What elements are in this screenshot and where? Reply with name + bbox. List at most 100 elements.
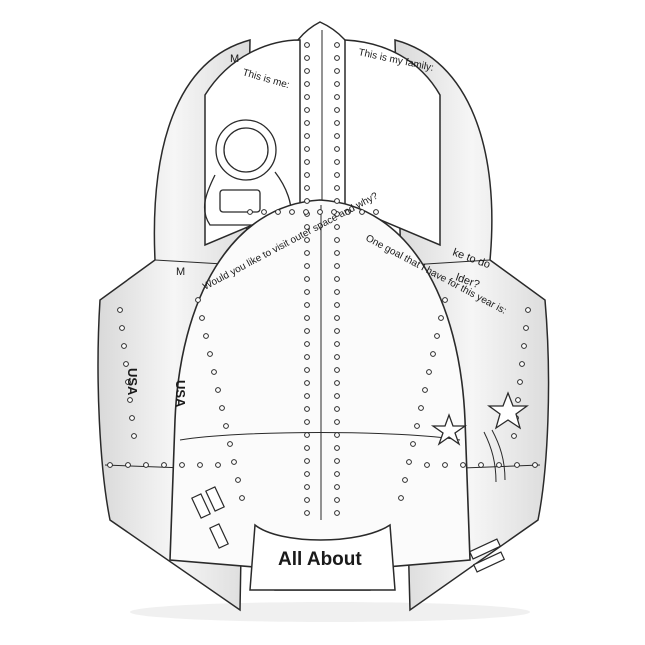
- rocket-title: All About: [278, 549, 362, 570]
- rivet-dot: [334, 198, 340, 204]
- rivet-dot: [129, 415, 135, 421]
- rivet-dot: [334, 42, 340, 48]
- rivet-dot: [275, 209, 281, 215]
- rivet-dot: [304, 510, 310, 516]
- label-usa-left: USA: [125, 368, 140, 396]
- rivet-dot: [418, 405, 424, 411]
- rivet-dot: [223, 423, 229, 429]
- rivet-dot: [331, 209, 337, 215]
- rivet-dot: [334, 263, 340, 269]
- rivet-dot: [304, 198, 310, 204]
- rivet-dot: [334, 328, 340, 334]
- rivet-dot: [334, 471, 340, 477]
- rivet-dot: [289, 209, 295, 215]
- rivet-dot: [179, 462, 185, 468]
- rivet-dot: [442, 462, 448, 468]
- rivet-dot: [197, 462, 203, 468]
- rivet-dot: [304, 289, 310, 295]
- rivet-dot: [424, 462, 430, 468]
- rivet-dot: [227, 441, 233, 447]
- rivet-dot: [334, 510, 340, 516]
- rivet-dot: [207, 351, 213, 357]
- label-fragment-m1: M: [230, 53, 239, 65]
- rivet-dot: [304, 380, 310, 386]
- rivet-dot: [304, 497, 310, 503]
- rivet-dot: [426, 369, 432, 375]
- rivet-dot: [345, 209, 351, 215]
- rivet-dot: [304, 432, 310, 438]
- rivet-dot: [525, 307, 531, 313]
- rivet-dot: [334, 341, 340, 347]
- rivet-dot: [402, 477, 408, 483]
- rivet-dot: [211, 369, 217, 375]
- rivet-dot: [334, 406, 340, 412]
- rivet-dot: [117, 307, 123, 313]
- rivet-dot: [334, 81, 340, 87]
- rivet-dot: [414, 423, 420, 429]
- rivet-dot: [334, 367, 340, 373]
- rivet-dot: [304, 328, 310, 334]
- rivet-dot: [247, 209, 253, 215]
- rivet-dot: [334, 68, 340, 74]
- rivet-dot: [523, 325, 529, 331]
- rivet-dot: [304, 172, 310, 178]
- rivet-dot: [430, 351, 436, 357]
- rivet-dot: [219, 405, 225, 411]
- rivet-dot: [304, 458, 310, 464]
- rivet-dot: [231, 459, 237, 465]
- rivet-dot: [123, 361, 129, 367]
- rivet-dot: [334, 458, 340, 464]
- rivet-dot: [107, 462, 113, 468]
- rivet-dot: [161, 462, 167, 468]
- rivet-dot: [517, 379, 523, 385]
- rivet-dot: [334, 380, 340, 386]
- rivet-dot: [304, 250, 310, 256]
- rivet-dot: [442, 297, 448, 303]
- rivet-dot: [334, 445, 340, 451]
- vent-stripes-left: [191, 486, 229, 549]
- rivet-dot: [304, 445, 310, 451]
- rivet-dot: [511, 433, 517, 439]
- rivet-dot: [334, 159, 340, 165]
- rivet-dot: [515, 397, 521, 403]
- rivet-dot: [304, 419, 310, 425]
- rivet-dot: [131, 433, 137, 439]
- rivet-dot: [304, 68, 310, 74]
- rivet-dot: [125, 379, 131, 385]
- rivet-dot: [334, 419, 340, 425]
- star-icon: [430, 413, 468, 446]
- rivet-dot: [304, 81, 310, 87]
- rivet-dot: [398, 495, 404, 501]
- rivet-dot: [334, 237, 340, 243]
- rivet-dot: [304, 367, 310, 373]
- rivet-dot: [261, 209, 267, 215]
- rivet-dot: [514, 462, 520, 468]
- rivet-dot: [460, 462, 466, 468]
- rivet-dot: [304, 94, 310, 100]
- rivet-dot: [334, 185, 340, 191]
- rivet-dot: [334, 107, 340, 113]
- rivet-dot: [496, 462, 502, 468]
- rivet-dot: [521, 343, 527, 349]
- rivet-dot: [195, 297, 201, 303]
- rivet-dot: [334, 289, 340, 295]
- rivet-dot: [410, 441, 416, 447]
- rivet-dot: [478, 462, 484, 468]
- astronaut-drawing: [203, 119, 292, 226]
- rivet-dot: [304, 237, 310, 243]
- rivet-dot: [304, 354, 310, 360]
- rivet-dot: [373, 209, 379, 215]
- rivet-dot: [304, 133, 310, 139]
- rivet-dot: [334, 354, 340, 360]
- rivet-dot: [304, 146, 310, 152]
- rivet-dot: [304, 120, 310, 126]
- star-icon: [483, 391, 529, 483]
- rivet-dot: [304, 107, 310, 113]
- rivet-dot: [334, 94, 340, 100]
- rivet-dot: [317, 209, 323, 215]
- rivet-dot: [304, 55, 310, 61]
- vent-stripes-right: [468, 538, 506, 573]
- rivet-dot: [304, 263, 310, 269]
- rivet-dot: [304, 276, 310, 282]
- rivet-dot: [119, 325, 125, 331]
